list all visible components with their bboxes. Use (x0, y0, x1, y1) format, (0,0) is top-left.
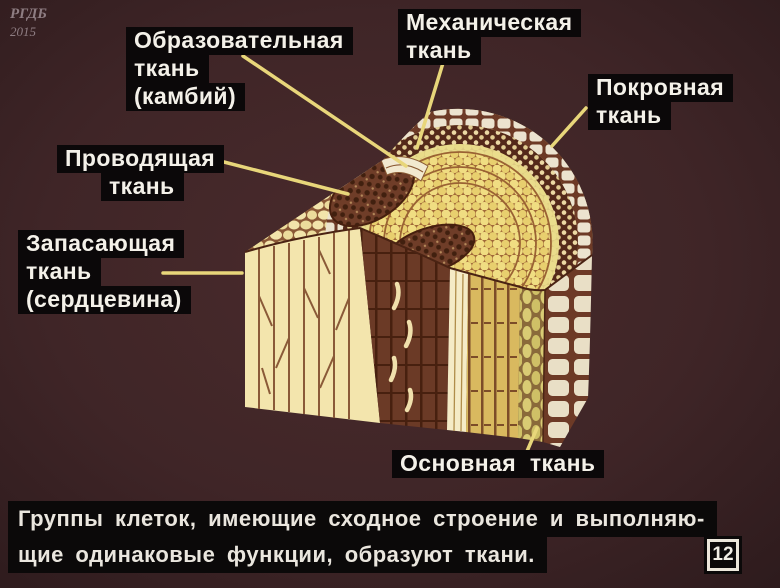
label-epidermis-line1: Покровная (588, 74, 734, 102)
label-meristem-line3: (камбий) (126, 83, 246, 111)
leader-meristem (241, 54, 408, 168)
label-mechanical-line2: ткань (398, 37, 481, 65)
watermark-year: 2015 (10, 24, 36, 39)
label-mechanical: Механическая ткань (398, 9, 582, 65)
label-meristem: Образовательная ткань (камбий) (126, 27, 353, 111)
watermark: РГДБ 2015 (10, 6, 47, 40)
leader-vascular (222, 160, 350, 196)
ground-tissue-column (518, 287, 545, 442)
caption: Группы клеток, имеющие сходное строение … (8, 501, 717, 573)
label-storage: Запасающая ткань (сердцевина) (18, 230, 191, 314)
leader-lines (161, 54, 588, 458)
cortex-face (466, 273, 520, 438)
label-vascular-line1: Проводящая (57, 145, 225, 173)
label-storage-line1: Запасающая (18, 230, 185, 258)
label-ground-text: Основная ткань (392, 450, 605, 478)
epidermis-side-face (543, 255, 592, 447)
label-storage-line3: (сердцевина) (18, 286, 191, 314)
pith-face (245, 228, 380, 423)
vascular-face (360, 228, 450, 430)
caption-line1: Группы клеток, имеющие сходное строение … (8, 501, 717, 537)
label-ground: Основная ткань (392, 450, 605, 478)
watermark-org: РГДБ (10, 6, 47, 22)
phloem-strip (447, 268, 468, 432)
stem-cut-faces (244, 226, 593, 447)
label-mechanical-line1: Механическая (398, 9, 582, 37)
label-meristem-line1: Образовательная (126, 27, 353, 55)
leader-epidermis (550, 106, 588, 148)
label-epidermis-line2: ткань (588, 102, 671, 130)
label-meristem-line2: ткань (126, 55, 209, 83)
cambium-layer (380, 156, 429, 182)
label-storage-line2: ткань (18, 258, 101, 286)
page-number-badge: 12 (707, 539, 739, 571)
label-epidermis: Покровная ткань (588, 74, 734, 130)
caption-line2: щие одинаковые функции, образуют ткани. (8, 537, 547, 573)
label-vascular: Проводящая ткань (57, 145, 225, 201)
leader-mechanical (415, 61, 445, 150)
label-vascular-line2: ткань (101, 173, 184, 201)
page-number: 12 (712, 544, 734, 565)
